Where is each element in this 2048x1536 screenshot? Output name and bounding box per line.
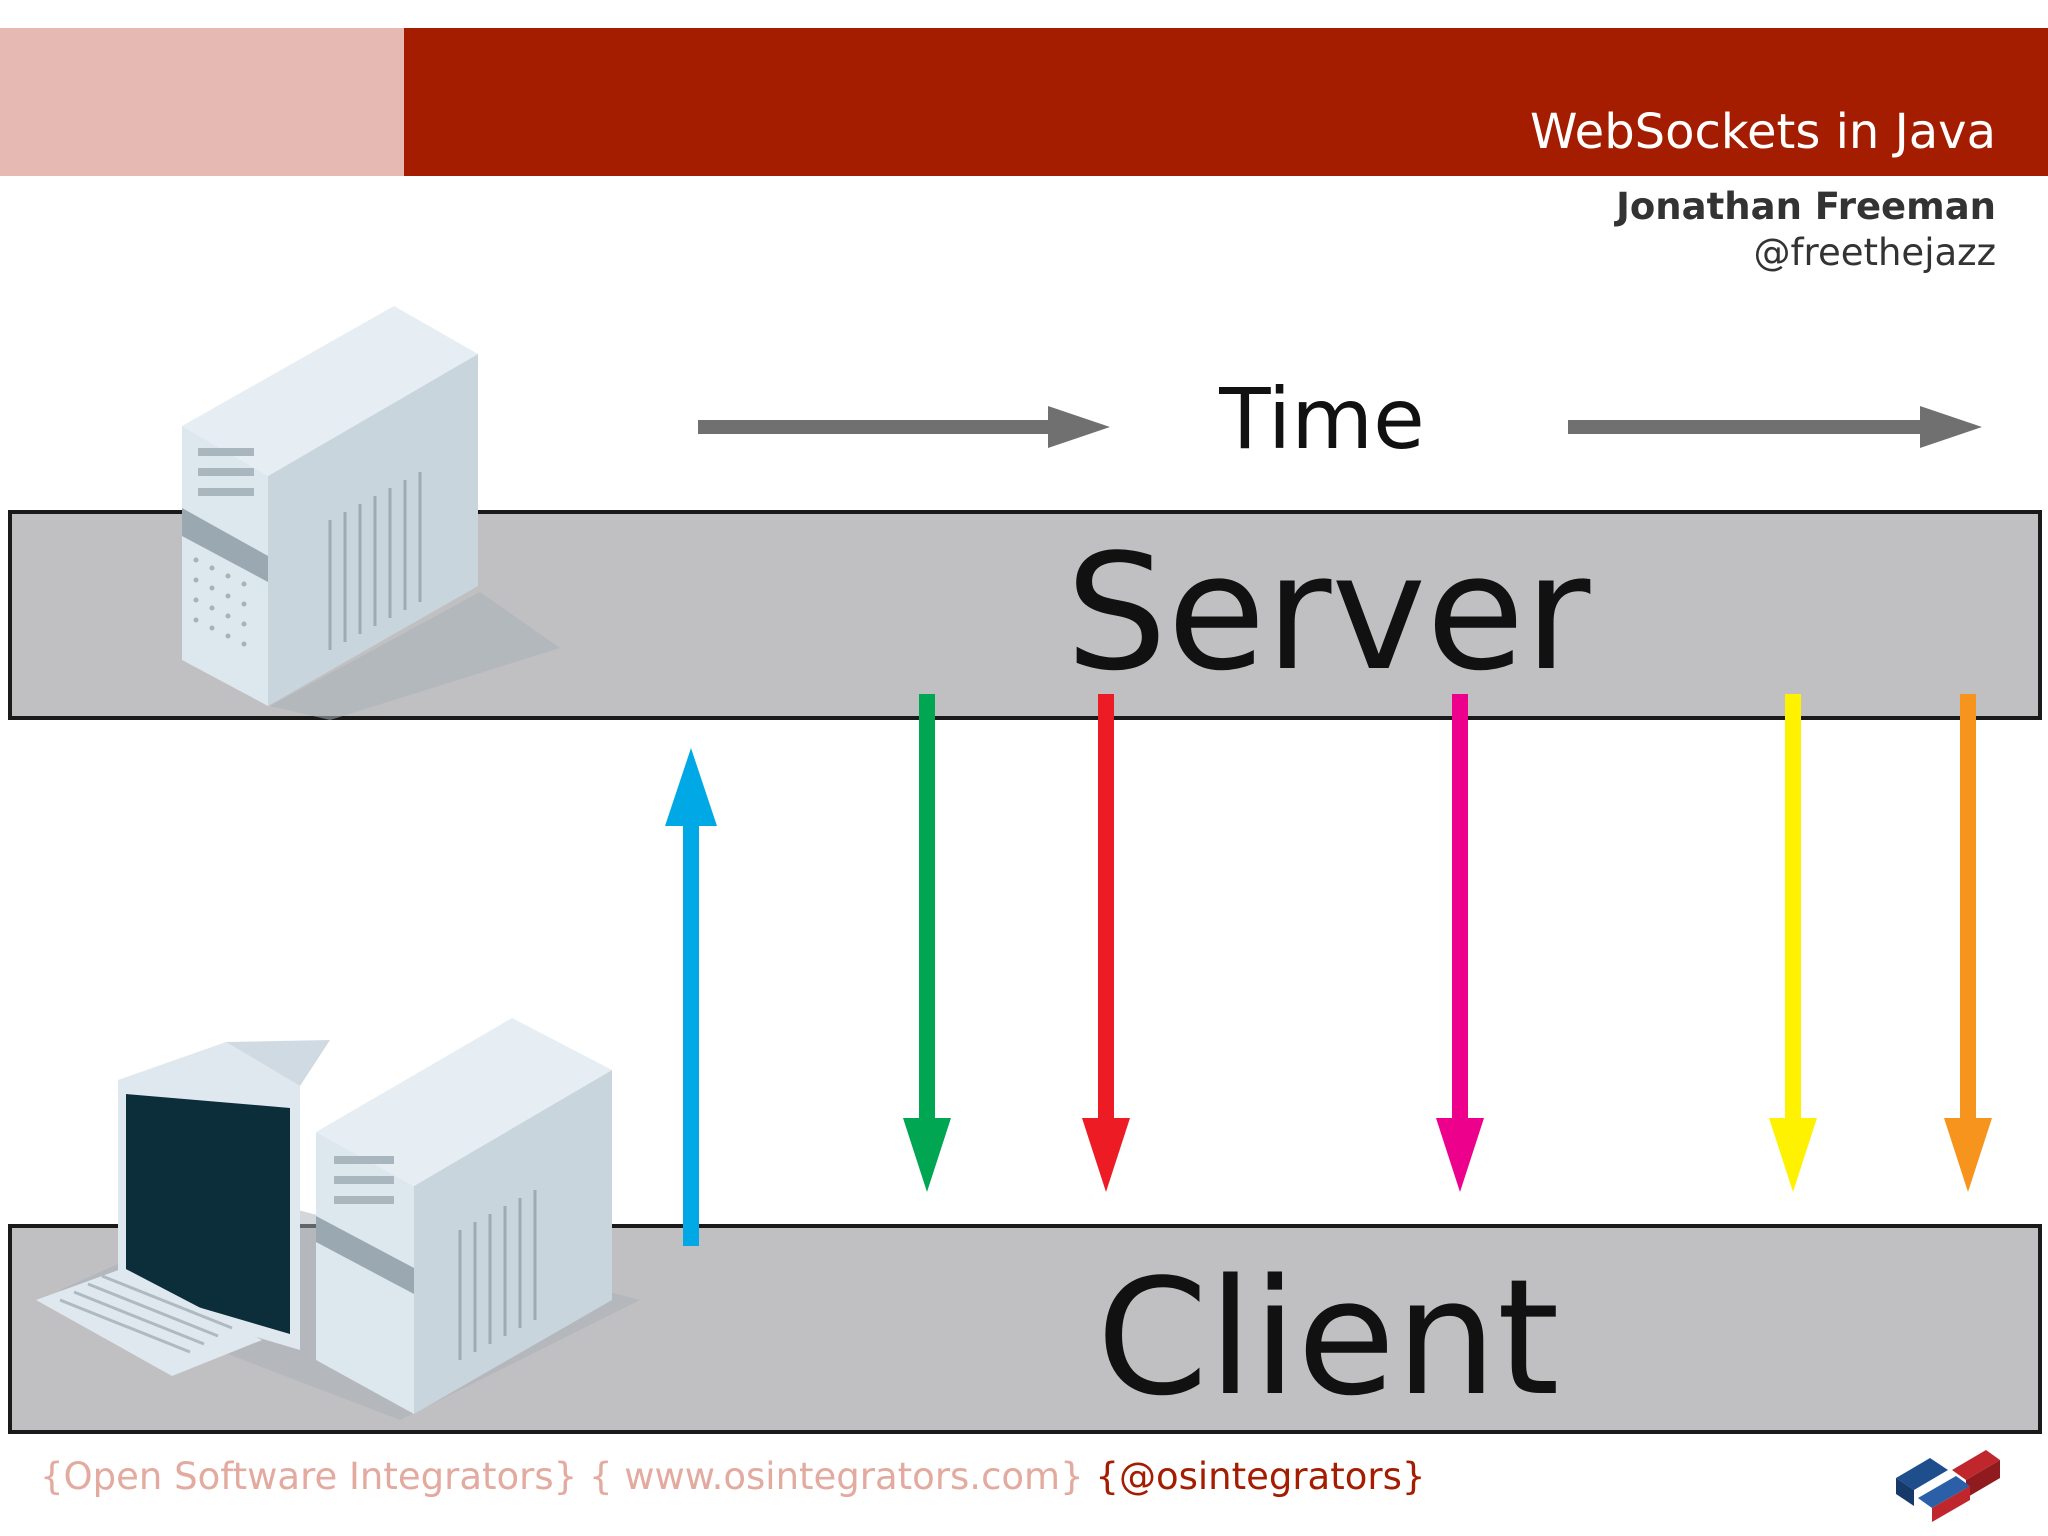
downstream-arrow-green: [903, 694, 951, 1192]
slide-title: WebSockets in Java: [1530, 104, 1996, 160]
server-computer-icon: [182, 306, 560, 720]
downstream-arrow-yellow: [1769, 694, 1817, 1192]
downstream-arrow-orange: [1944, 694, 1992, 1192]
footer-company: {Open Software Integrators}: [40, 1455, 578, 1498]
time-arrow-right: [1568, 406, 1982, 448]
author-name: Jonathan Freeman: [1616, 185, 1996, 228]
time-label: Time: [1218, 370, 1425, 468]
footer-website-link[interactable]: { www.osintegrators.com}: [588, 1455, 1084, 1498]
footer-twitter-link[interactable]: {@osintegrators}: [1095, 1455, 1426, 1498]
upstream-arrow-blue: [665, 748, 717, 1246]
osi-logo-icon: [1896, 1450, 2000, 1522]
time-arrow-left: [698, 406, 1110, 448]
footer: {Open Software Integrators} { www.osinte…: [40, 1452, 1425, 1502]
server-label: Server: [1066, 519, 1591, 706]
header-accent-block: [0, 28, 404, 176]
downstream-arrow-magenta: [1436, 694, 1484, 1192]
header-bar: [404, 28, 2048, 176]
client-label: Client: [1096, 1244, 1559, 1431]
downstream-arrow-red: [1082, 694, 1130, 1192]
client-computer-icon: [36, 1018, 640, 1420]
author-handle: @freethejazz: [1753, 231, 1996, 274]
